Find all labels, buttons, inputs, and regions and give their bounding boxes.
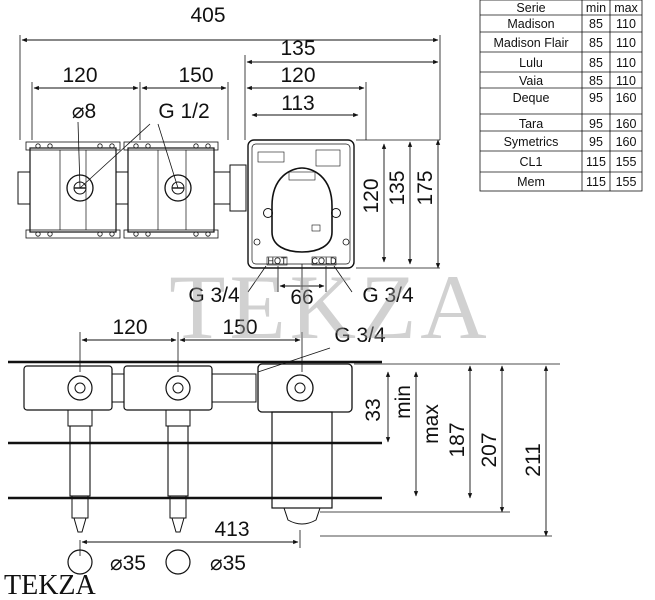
dim-135: 135 [280, 37, 315, 60]
dim-thread-g12: G 1/2 [158, 100, 209, 123]
dim-120-right: 120 [280, 64, 315, 87]
dim-66: 66 [290, 286, 313, 309]
series-table: Serie min max Madison 85 110 Madison Fla… [479, 0, 643, 192]
table-cell: 85 [589, 36, 603, 50]
table-cell: 95 [589, 91, 603, 105]
cold-label: COLD [311, 256, 337, 266]
side-dim-33: 33 [362, 398, 385, 421]
side-dim-dia35-b: ⌀35 [210, 552, 246, 575]
dim-g34-right: G 3/4 [362, 284, 414, 307]
dim-113: 113 [281, 92, 314, 115]
side-dim-211: 211 [522, 443, 545, 476]
side-dim-dia35-a: ⌀35 [110, 552, 146, 575]
side-dim-g34: G 3/4 [334, 324, 386, 347]
side-dim-207: 207 [478, 432, 501, 467]
table-cell: 160 [616, 135, 637, 149]
dim-diameter-8: ⌀8 [72, 100, 96, 123]
table-cell: 115 [586, 175, 606, 189]
table-cell: CL1 [520, 155, 543, 169]
dim-120-left: 120 [62, 64, 97, 87]
dim-v175: 175 [414, 170, 437, 205]
watermark-corner: TEKZA [4, 570, 97, 600]
table-cell: Mem [517, 175, 545, 189]
table-cell: Madison [507, 17, 554, 31]
table-header-min: min [586, 1, 606, 15]
table-cell: 85 [589, 74, 603, 88]
dim-v135: 135 [386, 170, 409, 205]
table-cell: 160 [616, 117, 637, 131]
table-header-serie: Serie [516, 1, 545, 15]
table-cell: Deque [513, 91, 550, 105]
side-label-max: max [420, 404, 443, 444]
table-cell: 110 [616, 74, 636, 88]
dim-150: 150 [178, 64, 213, 87]
dim-g34-left: G 3/4 [188, 284, 240, 307]
table-cell: 85 [589, 17, 603, 31]
table-cell: Vaia [519, 74, 543, 88]
table-cell: Madison Flair [493, 36, 568, 50]
table-cell: 155 [616, 155, 637, 169]
table-cell: 85 [589, 56, 603, 70]
table-cell: Symetrics [504, 135, 559, 149]
table-cell: 155 [616, 175, 637, 189]
side-view [8, 332, 560, 575]
table-cell: Lulu [519, 56, 543, 70]
table-cell: 95 [589, 135, 603, 149]
table-cell: 110 [616, 56, 636, 70]
side-dim-150: 150 [222, 316, 257, 339]
side-label-min: min [392, 385, 415, 419]
table-cell: 115 [586, 155, 606, 169]
table-cell: 95 [589, 117, 603, 131]
top-view [17, 35, 441, 293]
side-dim-120: 120 [112, 316, 147, 339]
side-view-dimensions: 120 150 G 3/4 33 min max 187 207 211 413… [110, 316, 545, 575]
table-cell: 110 [616, 36, 636, 50]
table-cell: Tara [519, 117, 543, 131]
side-dim-187: 187 [446, 422, 469, 457]
table-cell: 160 [616, 91, 637, 105]
table-cell: 110 [616, 17, 636, 31]
hot-label: HOT [268, 256, 288, 266]
dim-v120: 120 [360, 178, 383, 213]
top-view-dimensions: 405 135 120 150 120 113 ⌀8 G 1/2 120 135… [62, 4, 437, 309]
dim-405: 405 [190, 4, 225, 27]
watermark-center: TEKZA [169, 256, 490, 358]
table-header-max: max [614, 1, 638, 15]
side-dim-413: 413 [214, 518, 249, 541]
